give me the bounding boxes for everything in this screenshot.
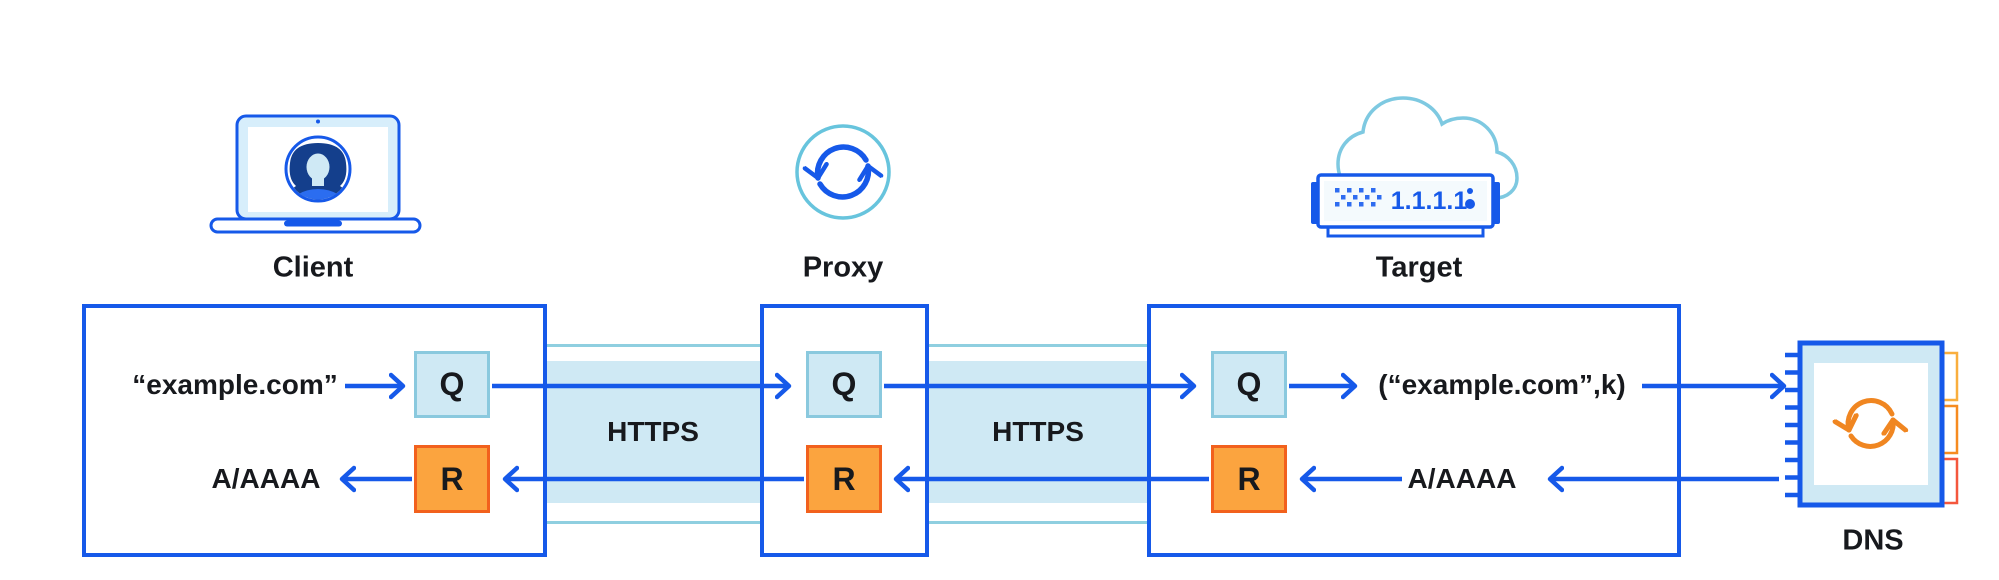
target-response-square: R: [1211, 445, 1287, 513]
user-avatar-icon: [284, 135, 352, 203]
client-query-square: Q: [414, 351, 490, 418]
client-response-square: R: [414, 445, 490, 513]
proxy-query-letter: Q: [831, 366, 857, 402]
proxy-box: [760, 304, 929, 557]
proxy-response-square: R: [806, 445, 882, 513]
target-response-text: A/AAAA: [1407, 463, 1517, 494]
spiral-binding-icon: [1785, 352, 1802, 498]
target-response-letter: R: [1237, 460, 1261, 497]
proxy-query-square: Q: [806, 351, 882, 418]
target-query-letter: Q: [1236, 366, 1262, 402]
dns-label: DNS: [1842, 524, 1904, 557]
channel-top-edge: [547, 344, 760, 347]
target-query-text: (“example.com”,k): [1378, 369, 1626, 400]
https-label-1: HTTPS: [607, 416, 699, 447]
dns-refresh-icon: [1848, 398, 1893, 449]
client-label: Client: [272, 251, 354, 284]
client-response-text: A/AAAA: [211, 463, 321, 494]
webcam-icon: [316, 119, 320, 124]
client-query-letter: Q: [439, 366, 465, 402]
client-response-letter: R: [440, 460, 464, 497]
server-dots-icon: [1335, 188, 1382, 207]
target-box: [1147, 304, 1681, 557]
cloud-icon: [1336, 96, 1519, 200]
sync-icon: [795, 124, 891, 220]
https-label-2: HTTPS: [992, 416, 1084, 447]
channel-bottom-edge: [929, 521, 1147, 524]
target-label: Target: [1375, 251, 1463, 284]
target-query-square: Q: [1211, 351, 1287, 418]
target-server-icon: 1.1.1.1: [1311, 96, 1519, 238]
client-query-text: “example.com”: [132, 369, 338, 400]
laptop-icon: [209, 114, 422, 234]
client-box: [82, 304, 547, 557]
server-box-icon: 1.1.1.1: [1311, 173, 1500, 238]
channel-bottom-edge: [547, 521, 760, 524]
dns-book-icon: [1785, 340, 1959, 508]
proxy-response-letter: R: [832, 460, 856, 497]
server-ip-label: 1.1.1.1: [1391, 187, 1468, 215]
proxy-label: Proxy: [802, 251, 884, 284]
channel-top-edge: [929, 344, 1147, 347]
